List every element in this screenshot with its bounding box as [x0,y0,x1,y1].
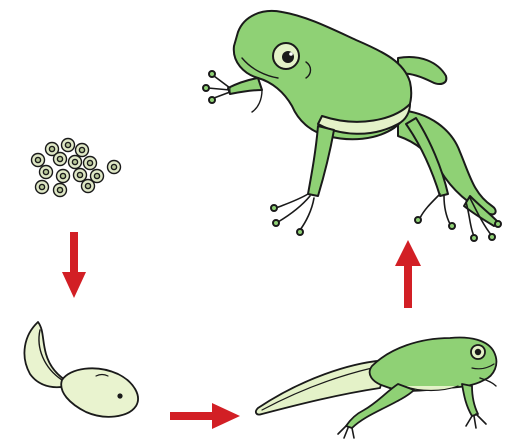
egg [69,156,82,169]
egg [74,169,87,182]
egg [84,157,97,170]
egg [40,166,53,179]
tadpole-icon [24,322,138,417]
adult-frog-icon [203,11,501,241]
egg [54,184,67,197]
arrow-up-icon [395,240,421,308]
egg [54,153,67,166]
frog-eggs-icon [32,139,121,197]
egg [57,170,70,183]
froglet-icon [256,338,496,438]
egg [82,180,95,193]
egg [62,139,75,152]
arrow-down-icon [62,232,86,298]
egg [32,154,45,167]
egg [76,144,89,157]
arrow-right-icon [170,403,240,429]
egg [108,161,121,174]
egg [36,181,49,194]
